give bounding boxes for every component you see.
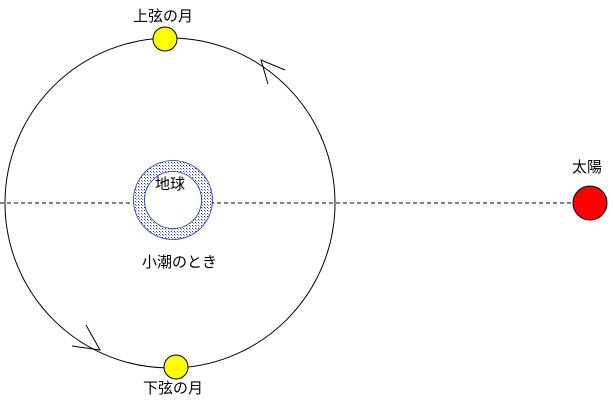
last-quarter-moon	[163, 354, 189, 380]
last-quarter-moon-label: 下弦の月	[143, 379, 204, 397]
first-quarter-moon	[152, 26, 178, 52]
earth-ring-inner-edge	[144, 171, 202, 229]
earth-ring-outer-edge	[133, 160, 213, 240]
first-quarter-moon-label: 上弦の月	[133, 7, 194, 25]
orbit-arrow-upper-right	[260, 59, 286, 85]
sun-label: 太陽	[572, 158, 603, 176]
diagram-caption: 小潮のとき	[142, 253, 218, 271]
earth-label: 地球	[155, 175, 186, 193]
earth-ring	[133, 160, 213, 240]
sun	[572, 185, 608, 221]
orbit-arrow-lower-left	[71, 324, 101, 351]
